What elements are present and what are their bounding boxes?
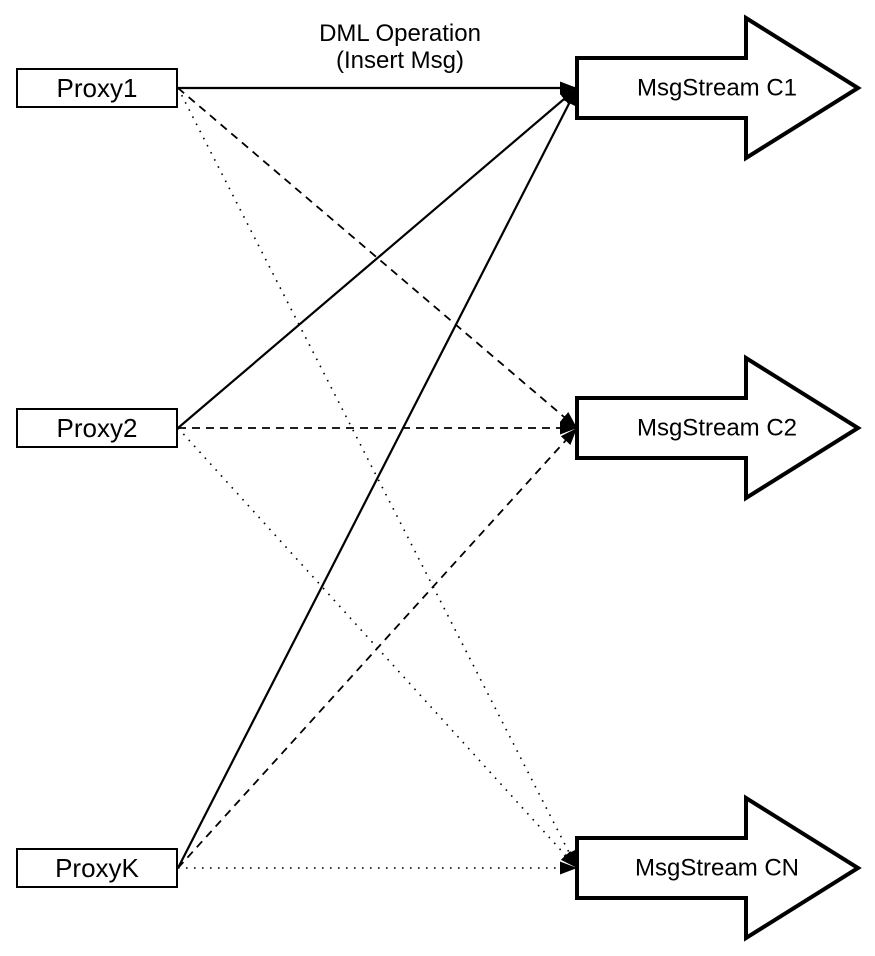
proxyk-node: ProxyK bbox=[16, 848, 178, 888]
dml-operation-line2: (Insert Msg) bbox=[335, 47, 464, 74]
edge-proxyk-to-c1-solid bbox=[177, 87, 578, 869]
proxyk-label: ProxyK bbox=[55, 852, 139, 883]
msgstream-c1-node: MsgStream C1 bbox=[575, 14, 862, 162]
edge-proxy2-to-cn-dotted bbox=[177, 427, 578, 869]
msgstream-c1-arrow-shape bbox=[575, 14, 862, 162]
proxy2-label: Proxy2 bbox=[56, 412, 138, 443]
msgstream-c2-label: MsgStream C2 bbox=[637, 415, 797, 442]
proxy2-node: Proxy2 bbox=[16, 408, 178, 448]
msgstream-cn-node: MsgStream CN bbox=[575, 794, 862, 942]
msgstream-c2-node: MsgStream C2 bbox=[575, 354, 862, 502]
msgstream-cn-label: MsgStream CN bbox=[635, 855, 799, 882]
proxy1-label: Proxy1 bbox=[56, 72, 138, 103]
dml-operation-line1: DML Operation bbox=[319, 20, 481, 47]
proxy1-node: Proxy1 bbox=[16, 68, 178, 108]
msgstream-c2-arrow-shape bbox=[575, 354, 862, 502]
edge-label-dml-operation: DML Operation (Insert Msg) bbox=[290, 20, 510, 74]
edge-proxy1-to-c2-dashed bbox=[177, 87, 578, 429]
msgstream-c1-label: MsgStream C1 bbox=[637, 75, 797, 102]
edges-group bbox=[177, 81, 578, 875]
msgstream-cn-arrow-shape bbox=[575, 794, 862, 942]
edge-proxy2-to-c1-solid bbox=[177, 87, 578, 429]
